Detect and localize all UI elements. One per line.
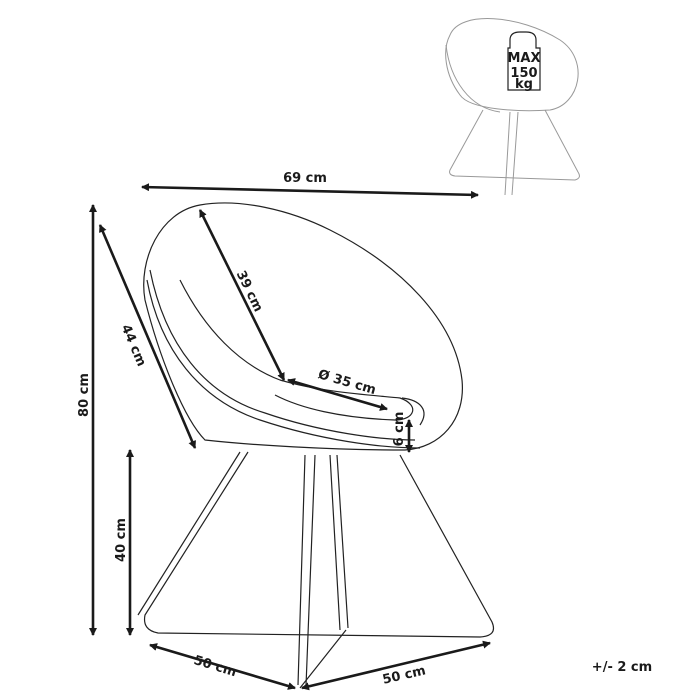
max-label: MAX [507,51,540,66]
width-label: 69 cm [283,171,327,186]
chair-drawing [137,202,495,689]
seat-diameter-label: Ø 35 cm [316,367,377,398]
base-right-arrow [301,640,491,691]
max-load-unit: kg [515,77,533,92]
inner-back-label: 39 cm [233,268,266,314]
weight-icon: MAX 150 kg [507,31,541,92]
base-left-label: 50 cm [192,653,238,680]
base-left-arrow [149,643,296,690]
tolerance-note: +/- 2 cm [592,660,652,675]
inner-back-arrow [198,209,286,381]
max-load-value: 150 [510,66,537,81]
height-label: 80 cm [77,373,92,417]
width-arrow [141,183,479,199]
thumbnail-chair: MAX 150 kg [445,18,580,196]
back-length-arrow [98,224,197,449]
seat-diameter-arrow [287,378,388,411]
cushion-label: 6 cm [392,412,407,447]
seat-height-label: 40 cm [114,518,129,562]
